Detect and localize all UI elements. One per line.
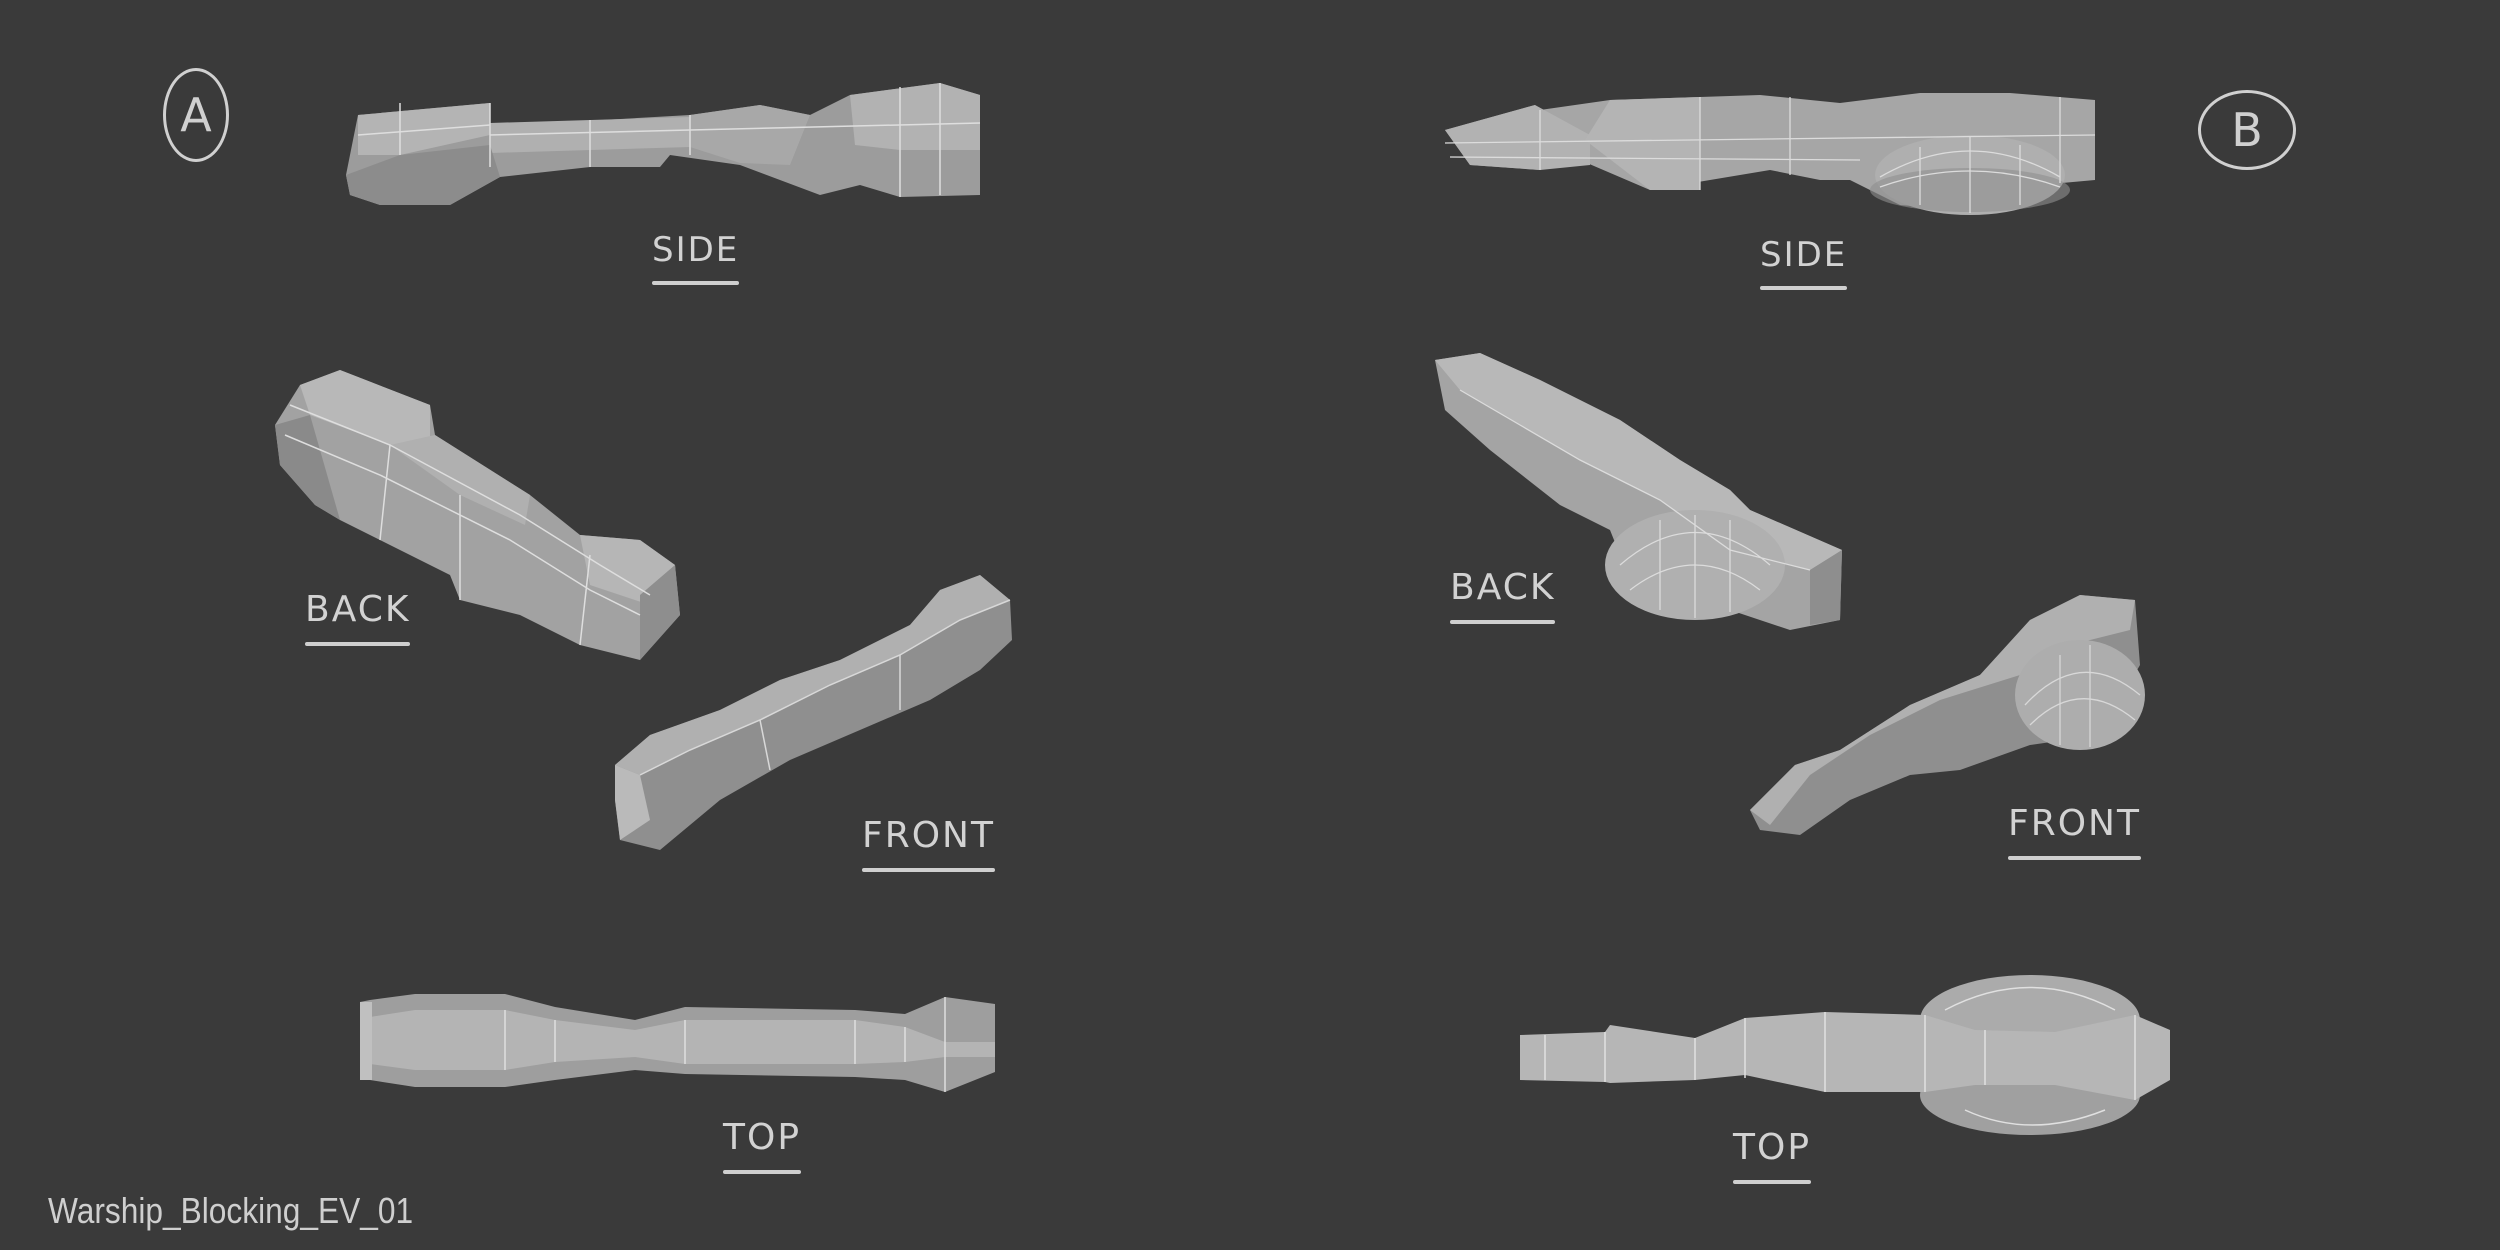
variant-b-top-label: TOP <box>1733 1127 1812 1184</box>
variant-b-letter: B <box>2231 103 2263 157</box>
variant-b-front-label: FRONT <box>2008 806 2141 860</box>
label-underline <box>1450 620 1556 624</box>
front-label-text: FRONT <box>862 815 995 856</box>
variant-b-front-model <box>1750 595 2145 835</box>
variant-a-top-model <box>360 994 995 1092</box>
side-label-text: SIDE <box>652 230 740 270</box>
variant-a-side-label: SIDE <box>652 230 740 285</box>
label-underline <box>2008 856 2141 860</box>
label-underline <box>305 642 411 646</box>
variant-a-letter: A <box>180 88 212 142</box>
variant-b-side-label: SIDE <box>1760 235 1848 290</box>
variant-b-back-label: BACK <box>1450 567 1556 624</box>
back-label-text: BACK <box>1450 567 1556 608</box>
top-label-text: TOP <box>723 1117 802 1158</box>
label-underline <box>1760 286 1848 290</box>
side-label-text: SIDE <box>1760 235 1848 275</box>
variant-b-marker: B <box>2198 90 2296 170</box>
variant-b-top-model <box>1520 975 2170 1135</box>
back-label-text: BACK <box>305 589 411 630</box>
variant-b-side-model <box>1444 93 2096 215</box>
variant-a-top-label: TOP <box>723 1117 802 1174</box>
variant-b-back-model <box>1435 353 1842 630</box>
variant-a-back-label: BACK <box>305 589 411 646</box>
label-underline <box>862 868 995 872</box>
label-underline <box>652 281 740 285</box>
top-label-text: TOP <box>1733 1127 1812 1168</box>
label-underline <box>723 1170 802 1174</box>
variant-a-back-model <box>275 370 680 660</box>
variant-a-front-label: FRONT <box>862 818 995 872</box>
variant-a-front-model <box>615 575 1012 850</box>
variant-a-side-model <box>346 83 981 205</box>
variant-a-marker: A <box>163 68 229 162</box>
front-label-text: FRONT <box>2008 803 2141 844</box>
sheet-title: Warship_Blocking_EV_01 <box>48 1190 414 1231</box>
label-underline <box>1733 1180 1812 1184</box>
